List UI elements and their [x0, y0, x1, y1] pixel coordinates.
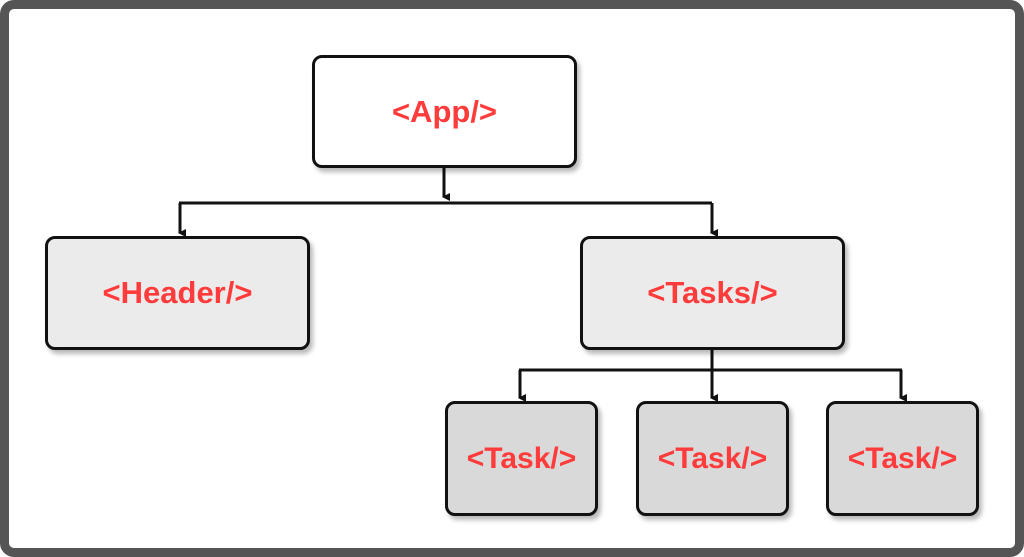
node-task-2: <Task/>: [636, 401, 789, 516]
node-tasks-label: <Tasks/>: [647, 275, 778, 310]
node-task-1: <Task/>: [445, 401, 598, 516]
node-app-label: <App/>: [391, 93, 498, 129]
node-tasks: <Tasks/>: [580, 236, 845, 350]
node-header: <Header/>: [45, 236, 310, 350]
node-app: <App/>: [312, 55, 577, 168]
node-task-3: <Task/>: [826, 401, 979, 516]
node-task-2-label: <Task/>: [657, 441, 768, 475]
node-header-label: <Header/>: [102, 275, 253, 310]
node-task-1-label: <Task/>: [466, 441, 577, 475]
node-task-3-label: <Task/>: [847, 441, 958, 475]
